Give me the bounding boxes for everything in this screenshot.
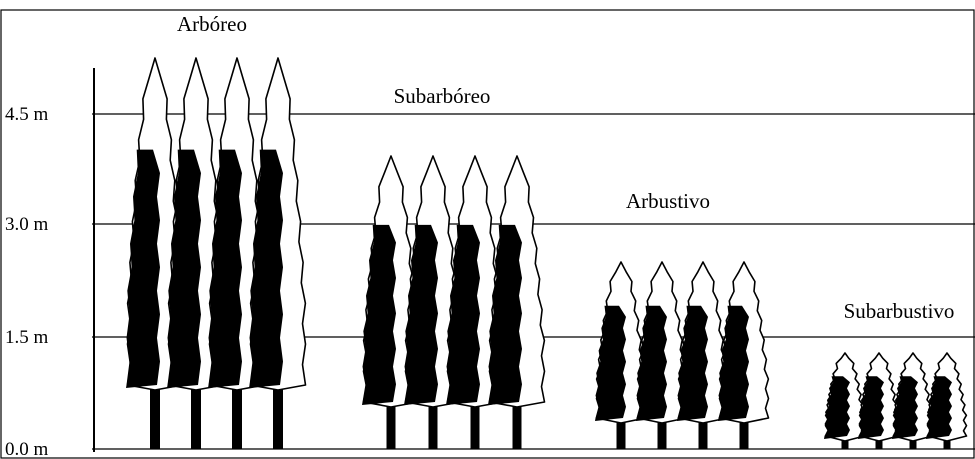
arbustivo-tree-group — [595, 262, 769, 449]
tick-label-4-5: 4.5 m — [5, 104, 49, 125]
subarboreo-tree — [488, 156, 545, 449]
subarboreo-tree-group — [362, 156, 545, 449]
arboreo-tree — [249, 58, 306, 449]
subarbustivo-tree — [858, 353, 899, 449]
arbustivo-tree — [718, 262, 769, 449]
arbustivo-tree — [636, 262, 687, 449]
arbustivo-tree — [595, 262, 646, 449]
tick-label-0-0: 0.0 m — [5, 439, 49, 459]
tick-label-3-0: 3.0 m — [5, 214, 49, 235]
tick-label-1-5: 1.5 m — [5, 327, 49, 348]
subarbustivo-tree — [824, 353, 865, 449]
arbustivo-tree — [677, 262, 728, 449]
subarbustivo-tree-group — [824, 353, 967, 449]
subarbustivo-tree — [926, 353, 967, 449]
stratum-label-arbustivo: Arbustivo — [626, 189, 710, 213]
arboreo-tree-group — [126, 58, 306, 449]
stratum-label-arboreo: Arbóreo — [177, 12, 247, 36]
subarbustivo-tree — [892, 353, 933, 449]
stratum-label-subarbustivo: Subarbustivo — [844, 299, 955, 323]
stratum-label-subarboreo: Subarbóreo — [394, 84, 491, 108]
